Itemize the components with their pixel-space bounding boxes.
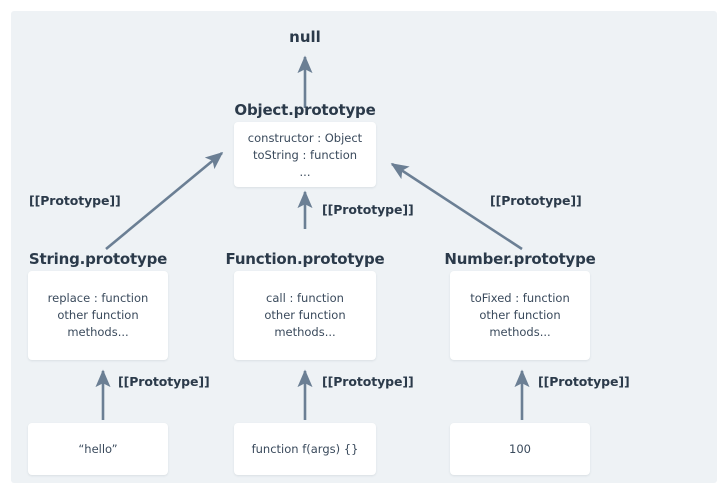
number-prototype-title: Number.prototype <box>444 250 596 268</box>
number-instance-box: 100 <box>450 423 590 475</box>
clipped-heading <box>0 0 728 6</box>
diagram-panel <box>11 11 717 483</box>
string-prototype-line-0: replace : function <box>47 291 149 305</box>
string-prototype-title: String.prototype <box>28 250 168 268</box>
function-prototype-line-2: methods... <box>274 325 336 339</box>
function-instance-value: function f(args) {} <box>251 441 359 456</box>
string-prototype-box: replace : function other function method… <box>28 271 168 360</box>
prototype-label-number-instance: [[Prototype]] <box>538 374 630 389</box>
function-prototype-line-1: other function <box>264 308 346 322</box>
prototype-label-function-to-object: [[Prototype]] <box>322 202 414 217</box>
prototype-label-function-instance: [[Prototype]] <box>322 374 414 389</box>
string-prototype-line-1: other function <box>57 308 139 322</box>
string-instance-value: “hello” <box>78 441 118 456</box>
function-instance-box: function f(args) {} <box>234 423 376 475</box>
object-prototype-title: Object.prototype <box>234 101 376 119</box>
function-prototype-line-0: call : function <box>266 291 344 305</box>
function-prototype-box: call : function other function methods..… <box>234 271 376 360</box>
number-prototype-line-2: methods... <box>489 325 551 339</box>
number-instance-value: 100 <box>509 441 531 456</box>
number-prototype-line-1: other function <box>479 308 561 322</box>
number-prototype-box: toFixed : function other function method… <box>450 271 590 360</box>
object-prototype-box: constructor : Object toString : function… <box>234 122 376 187</box>
prototype-label-string-to-object: [[Prototype]] <box>29 193 121 208</box>
number-prototype-line-0: toFixed : function <box>470 291 570 305</box>
object-prototype-line-2: ... <box>299 164 311 179</box>
string-prototype-line-2: methods... <box>67 325 129 339</box>
prototype-label-string-instance: [[Prototype]] <box>118 374 210 389</box>
null-label: null <box>289 28 321 46</box>
object-prototype-line-0: constructor : Object <box>247 130 363 145</box>
prototype-label-number-to-object: [[Prototype]] <box>490 193 582 208</box>
string-instance-box: “hello” <box>28 423 168 475</box>
function-prototype-title: Function.prototype <box>225 250 385 268</box>
object-prototype-line-1: toString : function <box>252 147 358 162</box>
